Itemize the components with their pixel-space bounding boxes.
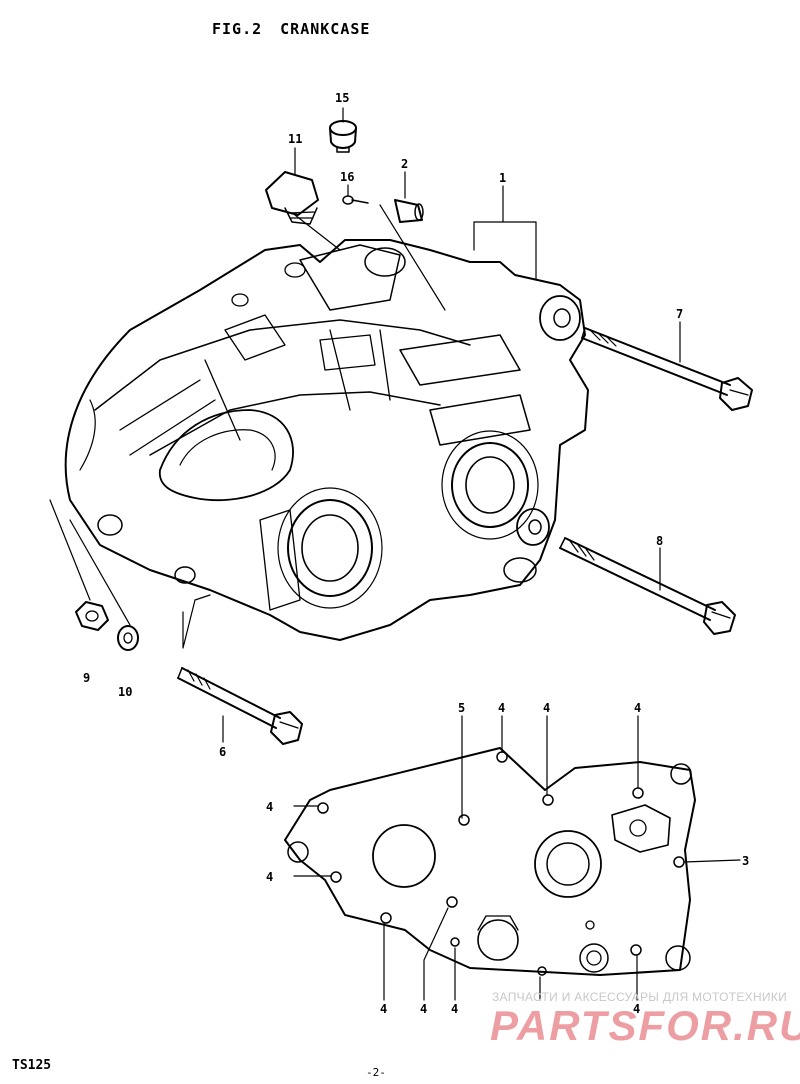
callout-4-e: 4 [266, 870, 273, 884]
callout-4-d: 4 [266, 800, 273, 814]
callout-6: 6 [219, 745, 226, 759]
part-16-screw [342, 195, 369, 205]
part-2-dowel [394, 199, 424, 223]
callout-3: 3 [742, 854, 749, 868]
model-code: TS125 [12, 1058, 52, 1073]
callout-5: 5 [458, 701, 465, 715]
callout-9: 9 [83, 671, 90, 685]
part-10-washer [117, 625, 139, 651]
part-8-bolt [559, 537, 736, 635]
callout-4-i: 4 [633, 1002, 640, 1016]
callout-8: 8 [656, 534, 663, 548]
page-number: -2- [366, 1066, 386, 1079]
part-15-cap [329, 120, 357, 153]
leader-lines [49, 107, 741, 1001]
crankcase-assembly [64, 239, 589, 641]
callout-7: 7 [676, 307, 683, 321]
crankcase-gasket [284, 747, 696, 976]
callout-4-f: 4 [380, 1002, 387, 1016]
callout-11: 11 [288, 132, 302, 146]
callout-4-g: 4 [420, 1002, 427, 1016]
callout-10: 10 [118, 685, 132, 699]
part-9-nut [75, 601, 109, 631]
callout-4-a: 4 [498, 701, 505, 715]
figure-name: CRANKCASE [280, 20, 371, 38]
watermark-logo: PARTSFOR.RU [490, 1002, 800, 1049]
part-7-bolt [581, 327, 753, 411]
callout-4-b: 4 [543, 701, 550, 715]
callout-labels: 15 11 16 2 1 7 8 9 10 6 5 4 4 4 4 4 3 4 … [83, 91, 749, 1016]
callout-1: 1 [499, 171, 506, 185]
callout-15: 15 [335, 91, 349, 105]
part-11-plug [265, 171, 319, 225]
part-6-bolt [177, 667, 303, 745]
callout-16: 16 [340, 170, 354, 184]
callout-4-c: 4 [634, 701, 641, 715]
callout-2: 2 [401, 157, 408, 171]
callout-4-h: 4 [451, 1002, 458, 1016]
figure-number: FIG.2 [212, 20, 263, 38]
watermark-caption: ЗАПЧАСТИ И АКСЕССУАРЫ ДЛЯ МОТОТЕХНИКИ [492, 990, 788, 1004]
figure-title: FIG.2 CRANKCASE [212, 20, 388, 38]
